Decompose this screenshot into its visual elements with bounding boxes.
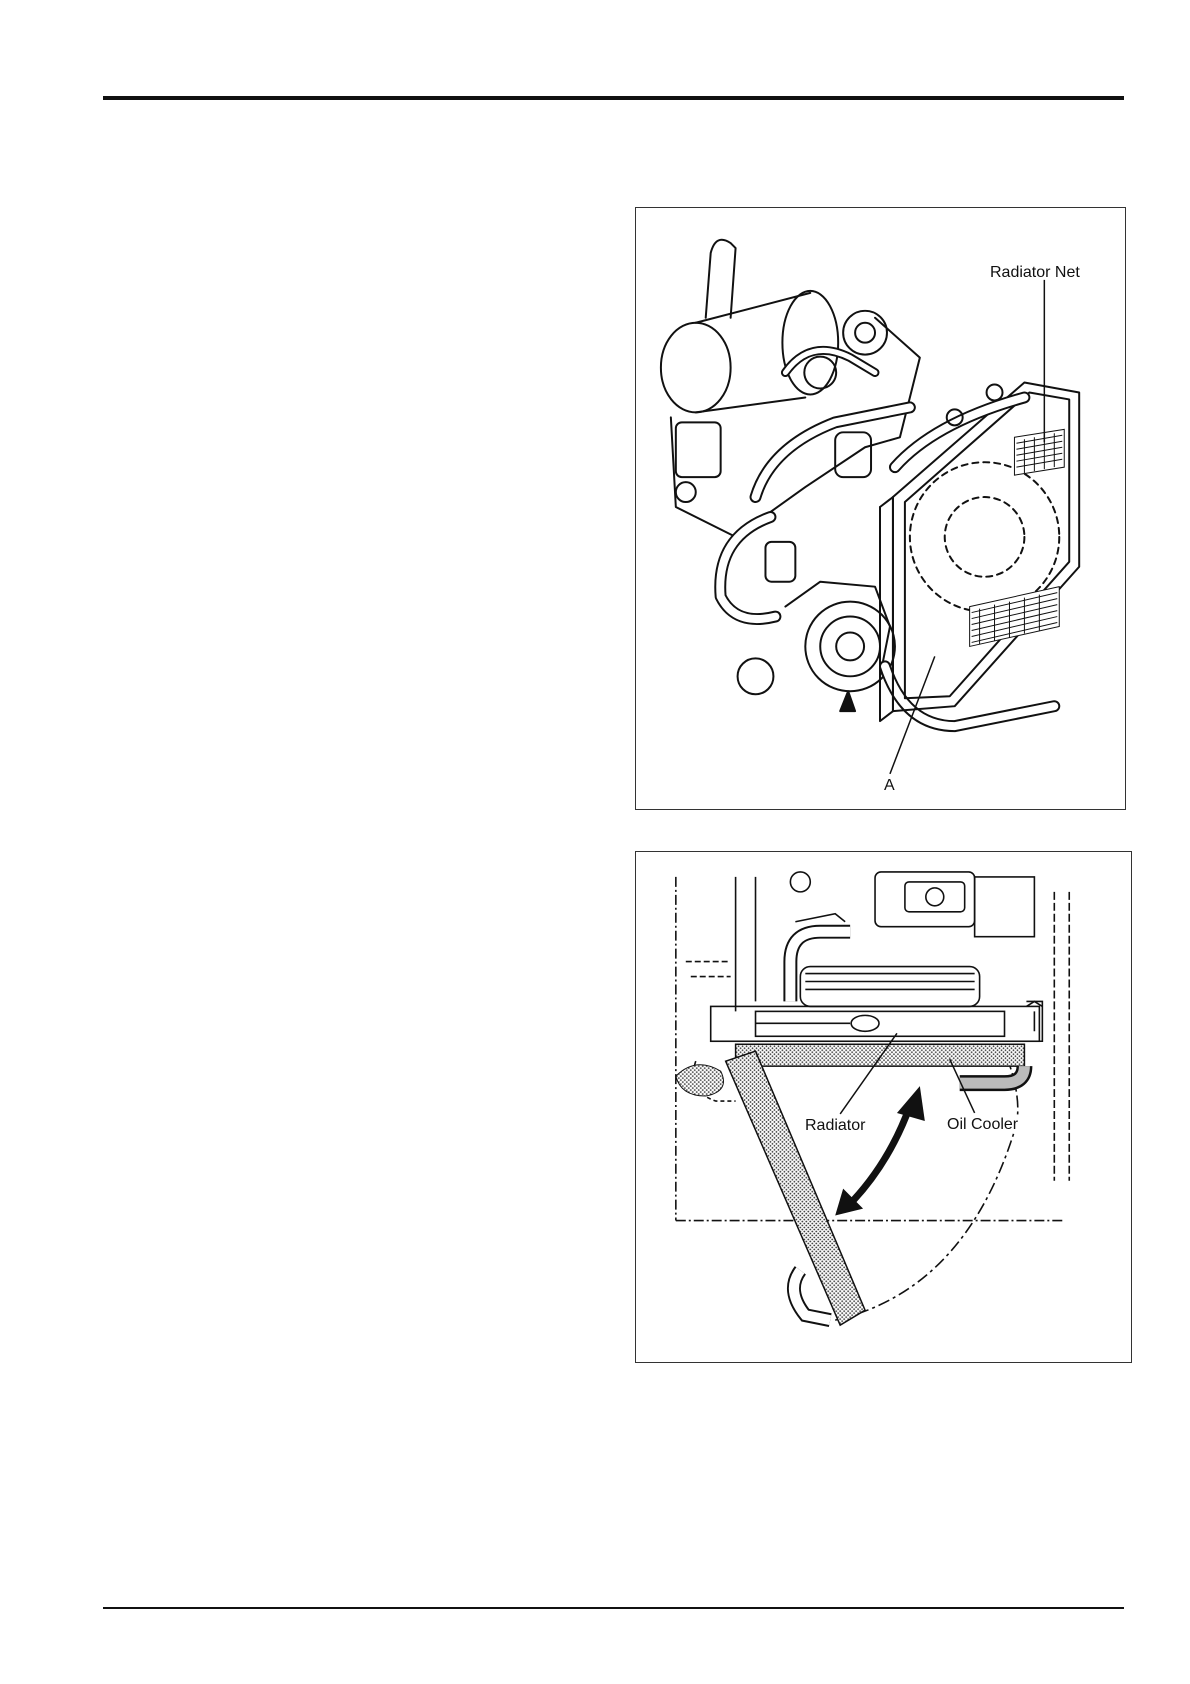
radiator-label: Radiator [804,1118,866,1134]
header-rule [103,96,1124,100]
footer-rule [103,1607,1124,1609]
radiator-swing-diagram [636,852,1131,1362]
callout-a-label: A [883,778,896,794]
engine-illustration [636,208,1125,809]
engine-radiator-figure: Radiator Net A [635,207,1126,810]
radiator-net-label: Radiator Net [989,265,1081,281]
oil-cooler-label: Oil Cooler [946,1117,1019,1133]
radiator-oil-cooler-figure: Radiator Oil Cooler [635,851,1132,1363]
